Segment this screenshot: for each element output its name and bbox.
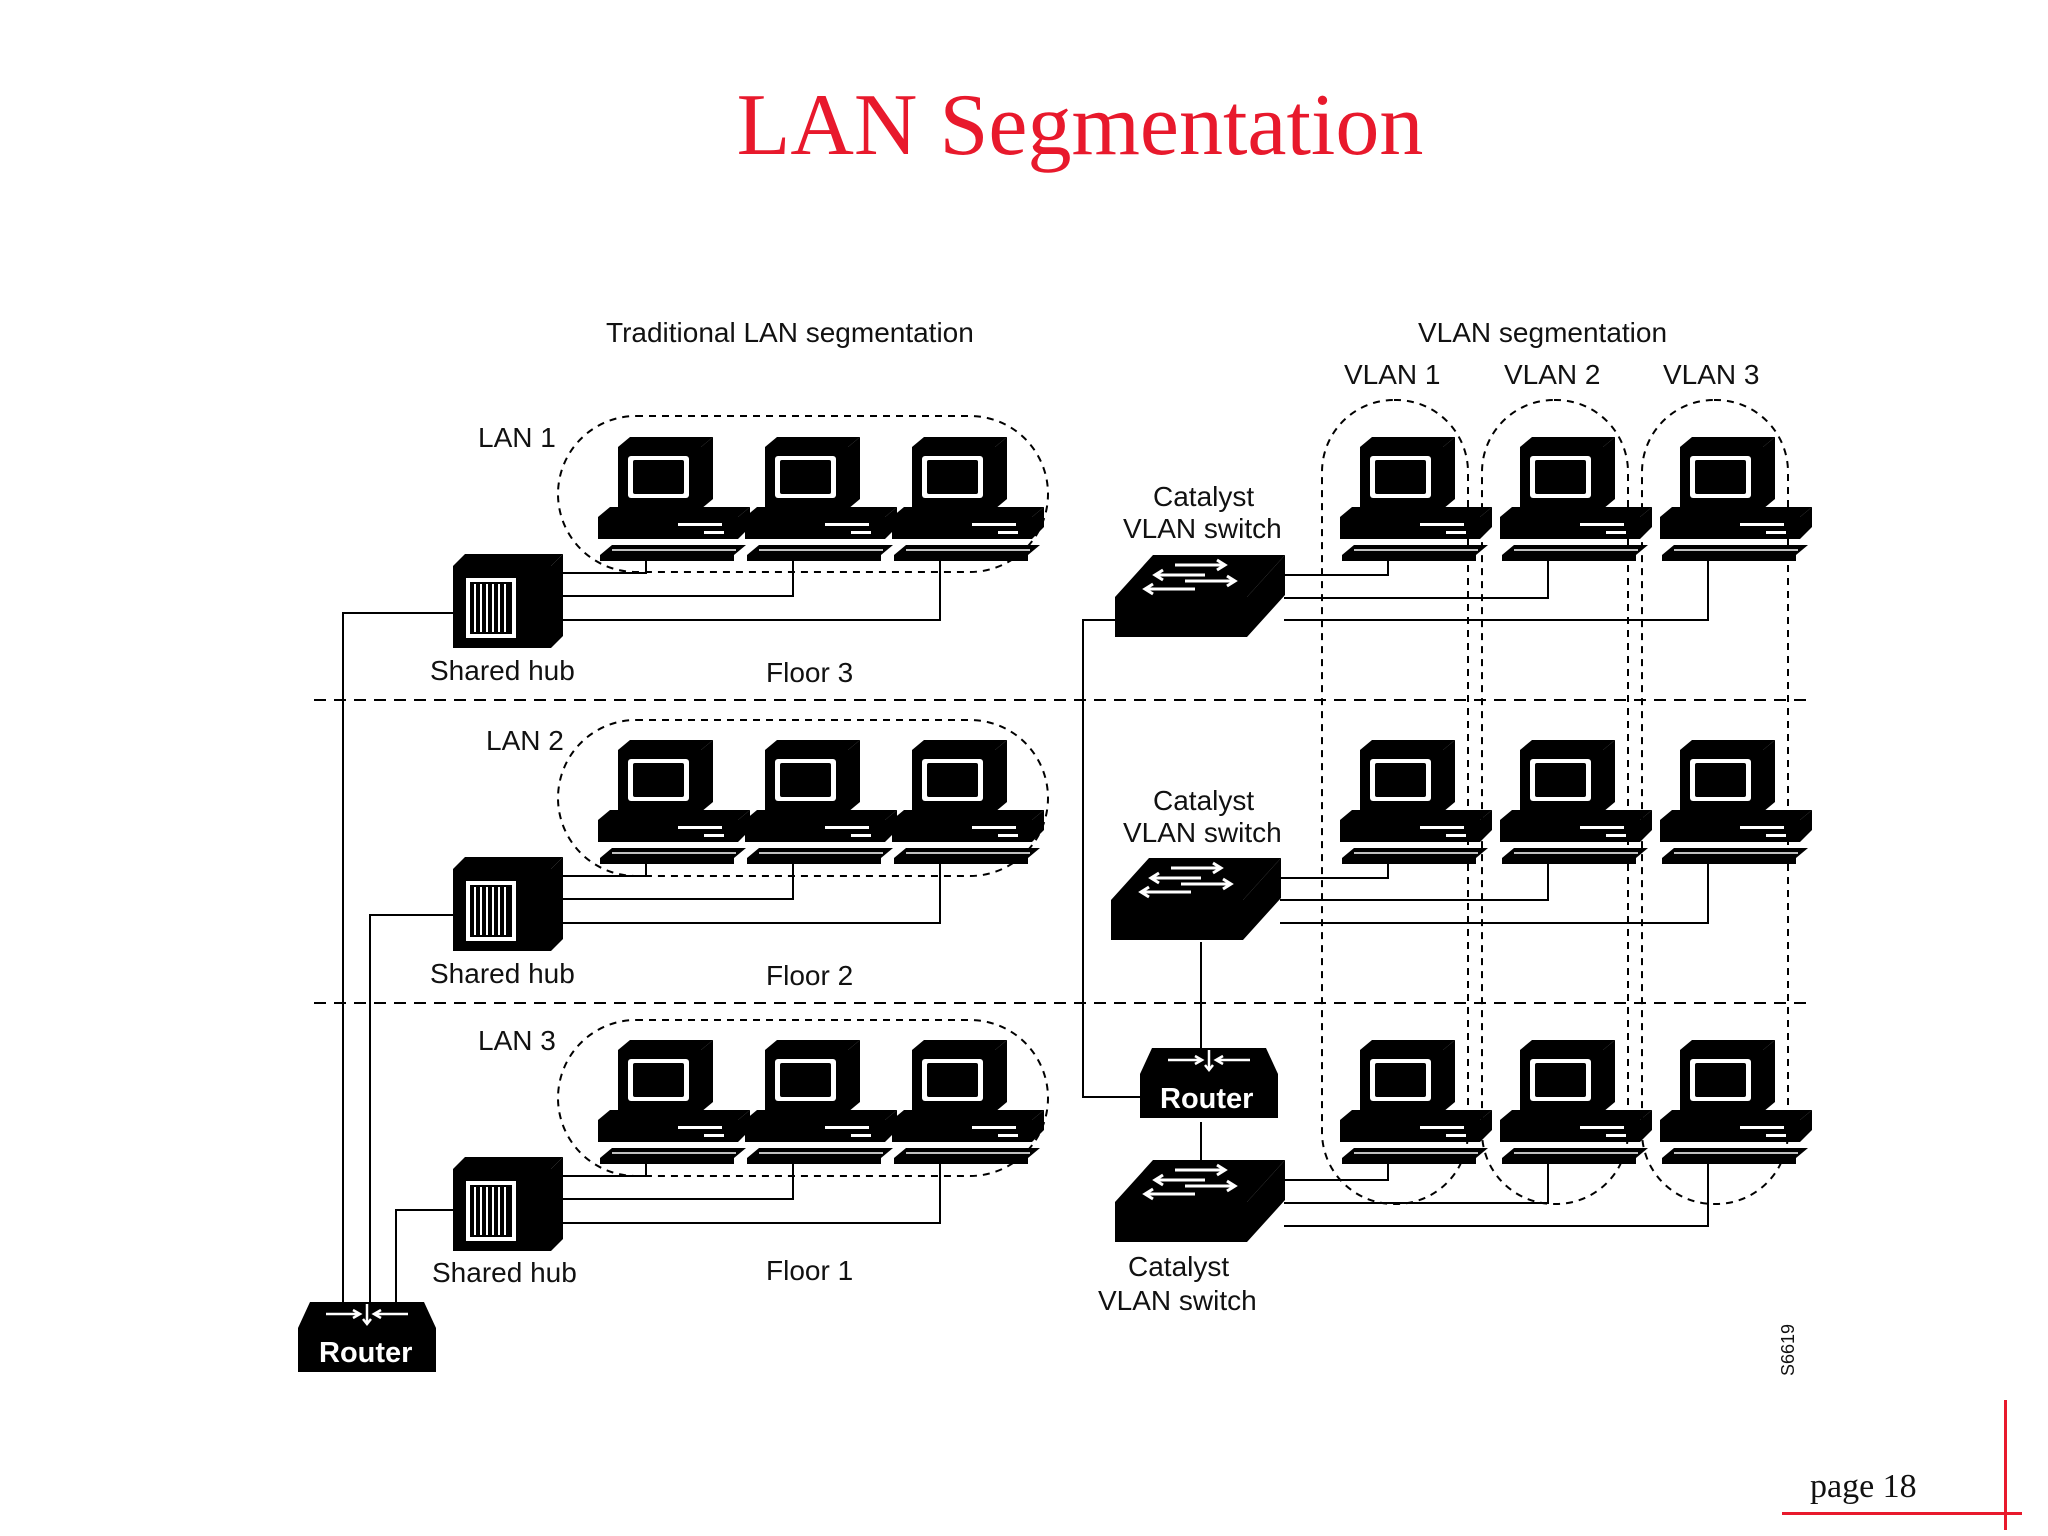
shared-hub-icon — [452, 553, 564, 649]
lan3-group — [557, 1019, 1049, 1177]
computer-icon — [744, 436, 898, 562]
switch-label-floor1-line1: Catalyst — [1128, 1251, 1229, 1282]
lan2-label: LAN 2 — [486, 725, 564, 756]
switch-label-floor3-line1: Catalyst — [1153, 481, 1254, 512]
shared-hub-icon — [452, 1156, 564, 1252]
computer-icon — [1659, 739, 1813, 865]
left-router-label: Router — [319, 1337, 412, 1369]
hub-label-floor3: Shared hub — [430, 655, 575, 686]
computer-icon — [891, 739, 1045, 865]
lan2-group — [557, 719, 1049, 877]
figure-id: S6619 — [1778, 1324, 1798, 1376]
traditional-heading: Traditional LAN segmentation — [606, 317, 974, 348]
computer-icon — [744, 739, 898, 865]
vlan1-label: VLAN 1 — [1344, 359, 1441, 390]
floor1-label: Floor 1 — [766, 1255, 853, 1286]
catalyst-switch-icon — [1113, 1158, 1287, 1244]
catalyst-switch-icon — [1113, 553, 1287, 639]
center-router-label: Router — [1160, 1083, 1253, 1115]
computer-icon — [597, 436, 751, 562]
computer-icon — [1499, 739, 1653, 865]
computer-icon — [1339, 436, 1493, 562]
lan1-label: LAN 1 — [478, 422, 556, 453]
vlan2-group — [1481, 399, 1629, 1205]
computer-icon — [1339, 739, 1493, 865]
lan1-group — [557, 415, 1049, 573]
vlan3-label: VLAN 3 — [1663, 359, 1760, 390]
shared-hub-icon — [452, 856, 564, 952]
page-corner-line-vertical — [2004, 1400, 2007, 1530]
catalyst-switch-icon — [1109, 856, 1283, 942]
computer-icon — [1499, 436, 1653, 562]
page-number: page 18 — [1810, 1468, 1917, 1505]
switch-label-floor2-line1: Catalyst — [1153, 785, 1254, 816]
computer-icon — [744, 1039, 898, 1165]
page-corner-line-horizontal — [1782, 1512, 2022, 1515]
vlan3-group — [1641, 399, 1789, 1205]
computer-icon — [891, 436, 1045, 562]
switch-label-floor3-line2: VLAN switch — [1123, 513, 1282, 544]
lan3-label: LAN 3 — [478, 1025, 556, 1056]
vlan2-label: VLAN 2 — [1504, 359, 1601, 390]
computer-icon — [891, 1039, 1045, 1165]
floor3-label: Floor 3 — [766, 657, 853, 688]
computer-icon — [1339, 1039, 1493, 1165]
computer-icon — [597, 739, 751, 865]
vlan-heading: VLAN segmentation — [1418, 317, 1667, 348]
computer-icon — [1659, 436, 1813, 562]
floor2-label: Floor 2 — [766, 960, 853, 991]
computer-icon — [597, 1039, 751, 1165]
hub-label-floor1: Shared hub — [432, 1257, 577, 1288]
hub-label-floor2: Shared hub — [430, 958, 575, 989]
switch-label-floor1-line2: VLAN switch — [1098, 1285, 1257, 1316]
slide-title: LAN Segmentation — [736, 77, 1424, 174]
computer-icon — [1499, 1039, 1653, 1165]
switch-label-floor2-line2: VLAN switch — [1123, 817, 1282, 848]
computer-icon — [1659, 1039, 1813, 1165]
